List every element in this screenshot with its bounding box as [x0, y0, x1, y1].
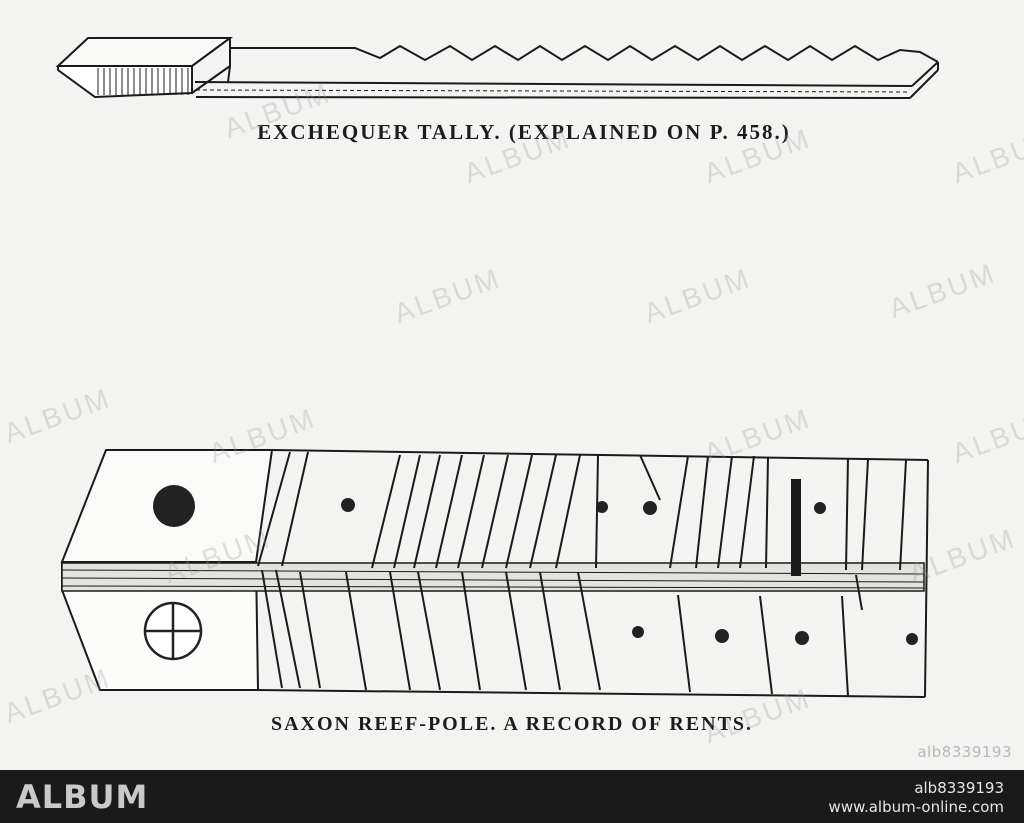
image-id-label: alb8339193: [917, 743, 1012, 761]
exchequer-tally-illustration: [55, 37, 939, 99]
hole-icon: [153, 485, 195, 527]
saxon-reef-pole-illustration: [60, 449, 929, 698]
footer-image-id: alb8339193: [914, 779, 1004, 797]
exchequer-tally-caption: EXCHEQUER TALLY. (EXPLAINED ON P. 458.): [257, 120, 791, 144]
engraving-page: EXCHEQUER TALLY. (EXPLAINED ON P. 458.) …: [0, 37, 1024, 761]
footer-bar: ALBUM alb8339193 www.album-online.com: [0, 770, 1024, 823]
album-logo[interactable]: ALBUM: [16, 778, 149, 816]
cross-hole-icon: [143, 601, 203, 661]
saxon-reef-pole-caption: SAXON REEF-POLE. A RECORD OF RENTS.: [270, 713, 754, 735]
footer-url[interactable]: www.album-online.com: [828, 798, 1004, 816]
footer-info: alb8339193 www.album-online.com: [829, 779, 1004, 817]
